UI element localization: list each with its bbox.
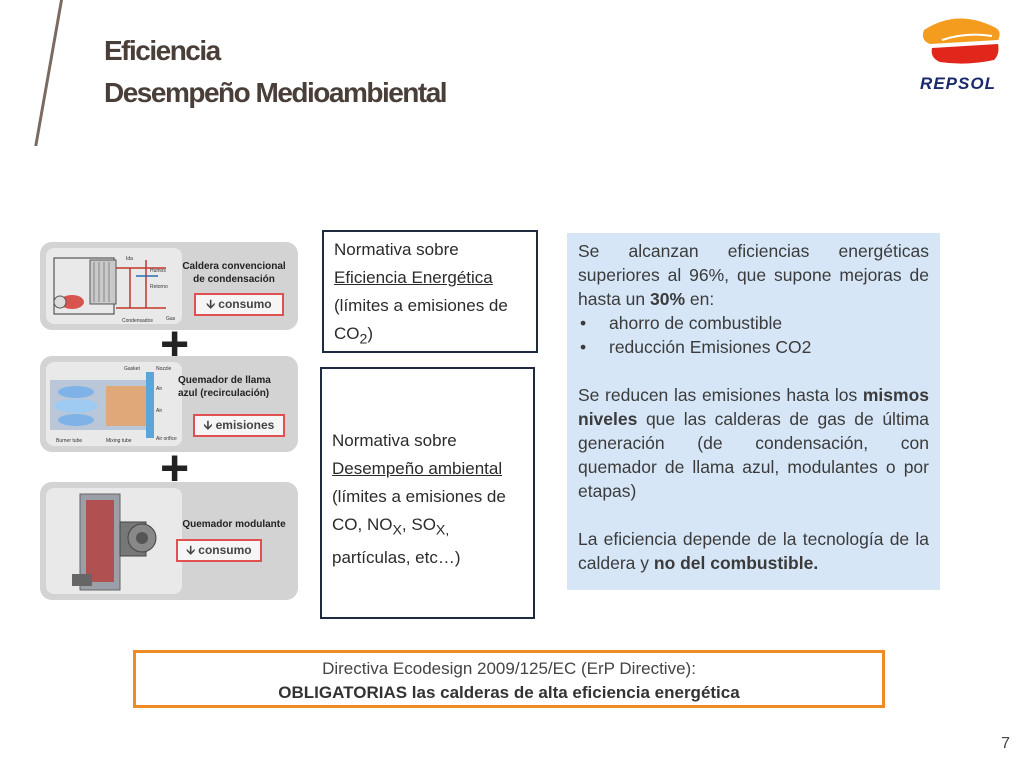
boiler-panel-condensing: Ida Humos Retorno Condensados Gas Calder…	[40, 242, 298, 330]
label-air-orifice: Air orifice	[156, 436, 177, 442]
panel-title: Caldera convencional de condensación	[182, 261, 286, 285]
efficiency-info-box: Se alcanzan eficiencias energéticas supe…	[567, 233, 940, 590]
condensing-boiler-diagram: Ida Humos Retorno Condensados Gas	[46, 248, 182, 324]
label-air-1: Air	[156, 386, 162, 392]
label-gas: Gas	[166, 316, 176, 322]
norm2-line5: partículas, etc…)	[332, 548, 461, 568]
norm2-line3: (límites a emisiones de	[332, 487, 506, 506]
label-humos: Humos	[150, 268, 166, 274]
norm1-line2: Eficiencia Energética	[334, 268, 493, 287]
info-paragraph-3: La eficiencia depende de la tecnología d…	[578, 529, 929, 573]
ecodesign-directive-box: Directiva Ecodesign 2009/125/EC (ErP Dir…	[133, 650, 885, 708]
directive-line2: OBLIGATORIAS las calderas de alta eficie…	[278, 683, 740, 702]
list-item: reducción Emisiones CO2	[578, 335, 929, 359]
energy-efficiency-regulation-box: Normativa sobre Eficiencia Energética (l…	[322, 230, 538, 353]
page-title-line1: Eficiencia	[104, 35, 221, 66]
emisiones-badge: 🡫 emisiones	[193, 414, 285, 437]
modulating-burner-diagram	[46, 488, 182, 594]
label-nozzle: Nozzle	[156, 366, 172, 372]
label-mixing-tube: Mixing tube	[106, 438, 132, 444]
norm2-line4: CO, NOX, SOX,	[332, 515, 450, 539]
norm2-line1: Normativa sobre	[332, 431, 457, 450]
label-ida: Ida	[126, 256, 133, 262]
label-air-2: Air	[156, 408, 162, 414]
norm1-line3: (límites a emisiones de	[334, 296, 508, 315]
norm2-line2: Desempeño ambiental	[332, 459, 503, 478]
info-paragraph-1: Se alcanzan eficiencias energéticas supe…	[578, 241, 929, 309]
repsol-logo-text: REPSOL	[920, 74, 996, 93]
label-retorno: Retorno	[150, 284, 168, 290]
info-paragraph-2: Se reducen las emisiones hasta los mismo…	[578, 385, 929, 501]
info-bullet-list: ahorro de combustible reducción Emisione…	[578, 311, 929, 359]
label-gasket: Gasket	[124, 366, 140, 372]
label-condensados: Condensados	[122, 318, 153, 324]
consumo-badge: 🡫 consumo	[194, 293, 284, 316]
page-number: 7	[1001, 735, 1010, 752]
label-burner-tube: Burner tube	[56, 438, 82, 444]
directive-line1: Directiva Ecodesign 2009/125/EC (ErP Dir…	[322, 659, 696, 678]
page-title-line2: Desempeño Medioambiental	[104, 77, 448, 108]
boiler-panel-blue-flame: Gasket Nozzle Air Air Air orifice Burner…	[40, 356, 298, 452]
panel-title: Quemador de llama azul (recirculación)	[178, 375, 271, 399]
decorative-slash	[34, 0, 63, 146]
consumo-badge: 🡫 consumo	[176, 539, 262, 562]
environmental-performance-regulation-box: Normativa sobre Desempeño ambiental (lím…	[320, 367, 535, 619]
repsol-logo-icon	[922, 18, 1000, 64]
page-title: Eficiencia Desempeño Medioambiental	[104, 30, 448, 114]
norm1-line4: CO2)	[334, 324, 374, 348]
norm1-line1: Normativa sobre	[334, 240, 459, 259]
boiler-panel-modulating: Quemador modulante 🡫 consumo	[40, 482, 298, 600]
list-item: ahorro de combustible	[578, 311, 929, 335]
panel-title: Quemador modulante	[182, 519, 286, 530]
blue-flame-burner-diagram: Gasket Nozzle Air Air Air orifice Burner…	[46, 362, 182, 446]
